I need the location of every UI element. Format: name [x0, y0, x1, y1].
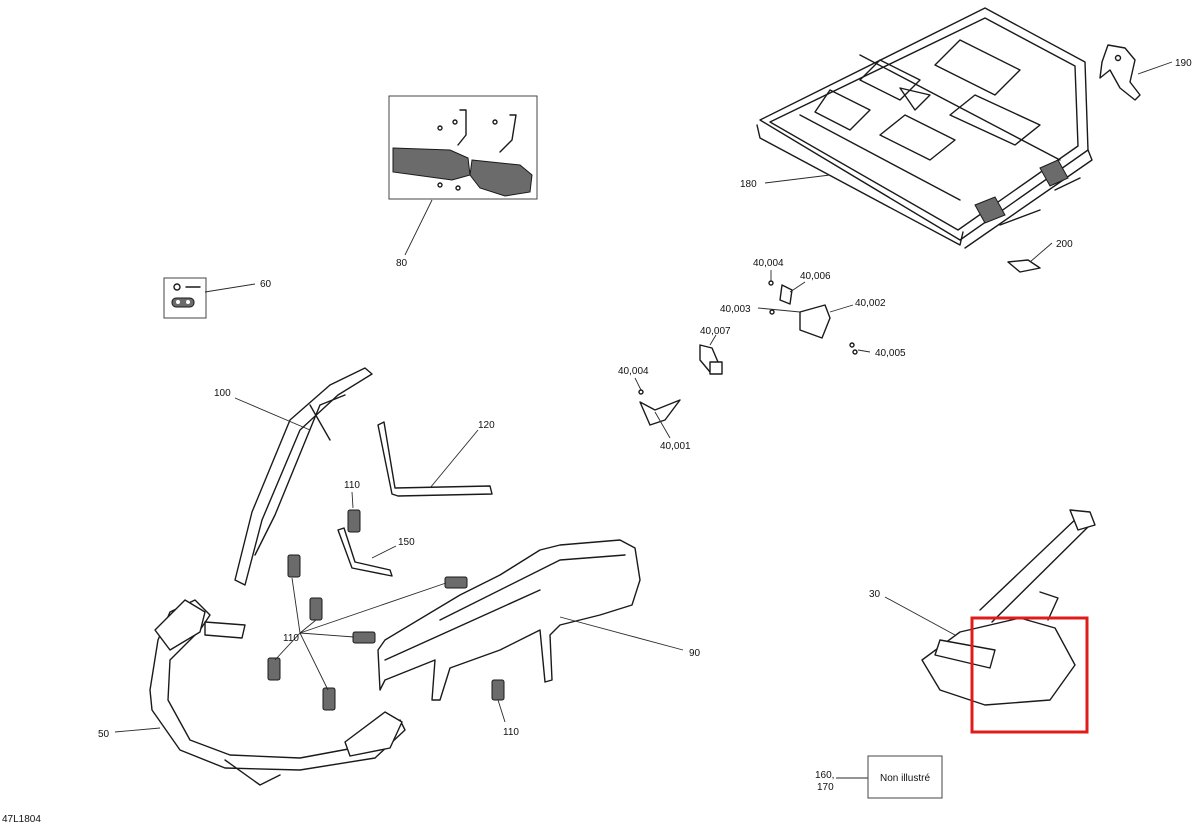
callout-40002: 40,002 [855, 298, 886, 309]
callout-150: 150 [398, 537, 415, 548]
callout-40001: 40,001 [660, 441, 691, 452]
callout-50: 50 [98, 729, 110, 740]
callout-40006: 40,006 [800, 271, 831, 282]
callout-190: 190 [1175, 58, 1192, 69]
not-illustrated-label: Non illustré [880, 773, 930, 784]
clamps-110-group [267, 509, 505, 711]
frame-90-part [377, 539, 641, 701]
bumper-50-part [149, 599, 406, 786]
callout-180: 180 [740, 179, 757, 190]
frame-100-part [234, 367, 373, 586]
callout-60: 60 [260, 279, 272, 290]
callout-40007: 40,007 [700, 326, 731, 337]
leader-lines [114, 61, 1173, 779]
brackets-40000-group [638, 280, 858, 426]
callout-40004-top: 40,004 [753, 258, 784, 269]
part-30 [921, 509, 1096, 706]
callout-110-bottom: 110 [503, 727, 519, 738]
callout-40003: 40,003 [720, 304, 751, 315]
kit-box-60 [163, 277, 207, 319]
kit-box-80 [388, 95, 538, 200]
bar-150-part [337, 527, 393, 577]
bracket-190-part [1099, 44, 1141, 101]
callout-200: 200 [1056, 239, 1073, 250]
figure-code: 47L1804 [2, 814, 41, 825]
callout-120: 120 [478, 420, 495, 431]
highlight-box [970, 616, 1089, 734]
badge-200-part [1007, 259, 1041, 273]
callout-40004-left: 40,004 [618, 366, 649, 377]
callout-30: 30 [869, 589, 881, 600]
callout-90: 90 [689, 648, 701, 659]
callout-160: 160, [815, 770, 834, 781]
callout-110-middle: 110 [283, 633, 299, 644]
bar-120-part [377, 421, 493, 497]
callout-80: 80 [396, 258, 408, 269]
callout-170: 170 [817, 782, 834, 793]
callout-labels: 190 180 200 80 60 40,004 40,006 40,003 4… [98, 58, 1192, 793]
callout-40005: 40,005 [875, 348, 906, 359]
callout-110-top: 110 [344, 480, 360, 491]
not-illustrated-box: Non illustré [867, 755, 943, 799]
cargo-rack-part [756, 7, 1093, 249]
callout-100: 100 [214, 388, 231, 399]
